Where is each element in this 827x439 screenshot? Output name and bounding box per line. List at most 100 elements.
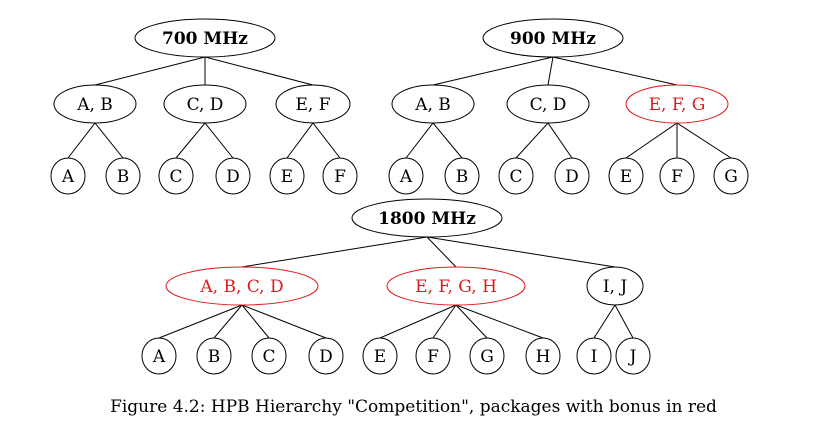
group-node-1800-mhz-a-b-c-d-shape — [165, 266, 319, 306]
group-node-700-mhz-a-b-shape — [53, 84, 137, 124]
edge-700-mhz-e-f-to-e — [286, 122, 314, 159]
group-node-900-mhz-e-f-g: E, F, G — [625, 84, 729, 124]
leaf-node-900-mhz-c-d-c-label: C — [509, 167, 522, 187]
leaf-node-900-mhz-e-f-g-f-shape — [659, 157, 695, 195]
edge-1800-mhz-e-f-g-h-to-e — [379, 304, 457, 339]
root-node-700-mhz-shape — [134, 18, 276, 58]
leaf-node-900-mhz-a-b-b-label: B — [456, 167, 469, 187]
group-node-900-mhz-a-b-shape — [391, 84, 475, 124]
leaf-node-1800-mhz-a-b-c-d-b-shape — [196, 337, 232, 375]
group-node-700-mhz-c-d-label: C, D — [187, 95, 224, 115]
leaf-node-1800-mhz-e-f-g-h-h-shape — [525, 337, 561, 375]
group-node-700-mhz-c-d-shape — [163, 84, 247, 124]
leaf-node-1800-mhz-e-f-g-h-g: G — [469, 337, 505, 375]
group-node-1800-mhz-e-f-g-h: E, F, G, H — [386, 266, 526, 306]
edge-900-mhz-c-d-to-c — [515, 122, 549, 159]
leaf-node-700-mhz-a-b-a-shape — [50, 157, 86, 195]
leaf-node-1800-mhz-e-f-g-h-e-label: E — [374, 347, 386, 367]
leaf-node-900-mhz-e-f-g-f: F — [659, 157, 695, 195]
leaf-node-700-mhz-e-f-e: E — [269, 157, 305, 195]
group-node-900-mhz-c-d: C, D — [506, 84, 590, 124]
edge-1800-mhz-i-j-to-j — [614, 304, 634, 339]
leaf-node-700-mhz-a-b-b-label: B — [117, 167, 130, 187]
group-node-700-mhz-a-b-label: A, B — [76, 95, 113, 115]
leaf-node-700-mhz-e-f-f-shape — [322, 157, 358, 195]
edge-900-mhz-a-b-to-a — [405, 122, 434, 159]
leaf-node-900-mhz-a-b-a-shape — [388, 157, 424, 195]
group-node-700-mhz-c-d: C, D — [163, 84, 247, 124]
edge-900-mhz-a-b-to-b — [432, 122, 463, 159]
leaf-node-900-mhz-a-b-b-shape — [444, 157, 480, 195]
edge-900-mhz-to-a-b — [432, 56, 554, 86]
leaf-node-1800-mhz-e-f-g-h-f: F — [415, 337, 451, 375]
leaf-node-1800-mhz-e-f-g-h-e: E — [362, 337, 398, 375]
leaf-node-700-mhz-c-d-c-shape — [158, 157, 194, 195]
edge-1800-mhz-e-f-g-h-to-f — [432, 304, 457, 339]
leaf-node-1800-mhz-a-b-c-d-c-label: C — [262, 347, 275, 367]
edge-700-mhz-to-e-f — [204, 56, 314, 86]
leaf-node-900-mhz-e-f-g-g-label: G — [724, 167, 738, 187]
leaf-node-1800-mhz-a-b-c-d-b-label: B — [208, 347, 221, 367]
leaf-node-900-mhz-c-d-c-shape — [498, 157, 534, 195]
group-node-1800-mhz-i-j: I, J — [586, 266, 644, 306]
leaf-node-700-mhz-c-d-d-shape — [215, 157, 251, 195]
root-node-1800-mhz-label: 1800 MHz — [378, 209, 476, 229]
leaf-node-1800-mhz-a-b-c-d-d: D — [308, 337, 344, 375]
edge-700-mhz-e-f-to-f — [312, 122, 341, 159]
leaf-node-900-mhz-a-b-b: B — [444, 157, 480, 195]
leaf-node-1800-mhz-e-f-g-h-f-shape — [415, 337, 451, 375]
edge-900-mhz-c-d-to-d — [547, 122, 573, 159]
edge-700-mhz-c-d-to-c — [175, 122, 206, 159]
group-node-1800-mhz-e-f-g-h-label: E, F, G, H — [415, 277, 497, 297]
edge-900-mhz-e-f-g-to-g — [676, 122, 732, 159]
edge-900-mhz-to-e-f-g — [552, 56, 678, 86]
leaf-node-1800-mhz-a-b-c-d-d-shape — [308, 337, 344, 375]
leaf-node-1800-mhz-a-b-c-d-a-label: A — [152, 347, 166, 367]
leaf-node-1800-mhz-i-j-j-shape — [615, 337, 651, 375]
group-node-1800-mhz-e-f-g-h-shape — [386, 266, 526, 306]
leaf-node-900-mhz-e-f-g-e-label: E — [620, 167, 632, 187]
leaf-node-700-mhz-a-b-b: B — [105, 157, 141, 195]
leaf-node-700-mhz-c-d-d-label: D — [226, 167, 240, 187]
leaf-node-900-mhz-c-d-c: C — [498, 157, 534, 195]
leaf-node-700-mhz-c-d-d: D — [215, 157, 251, 195]
group-node-900-mhz-a-b-label: A, B — [414, 95, 451, 115]
root-node-900-mhz: 900 MHz — [482, 18, 624, 58]
leaf-node-700-mhz-e-f-f-label: F — [334, 167, 346, 187]
leaf-node-900-mhz-c-d-d-label: D — [565, 167, 579, 187]
group-node-900-mhz-e-f-g-shape — [625, 84, 729, 124]
group-node-900-mhz-e-f-g-label: E, F, G — [649, 95, 706, 115]
root-node-1800-mhz-shape — [351, 198, 503, 238]
edge-1800-mhz-to-i-j — [426, 236, 616, 268]
edge-900-mhz-to-c-d — [547, 56, 554, 86]
leaf-node-1800-mhz-i-j-i: I — [576, 337, 612, 375]
edge-1800-mhz-to-e-f-g-h — [426, 236, 457, 268]
leaf-node-1800-mhz-a-b-c-d-b: B — [196, 337, 232, 375]
group-node-1800-mhz-i-j-label: I, J — [603, 277, 628, 297]
figure-caption: Figure 4.2: HPB Hierarchy "Competition",… — [110, 397, 717, 417]
edge-700-mhz-c-d-to-d — [204, 122, 234, 159]
leaf-node-700-mhz-a-b-a: A — [50, 157, 86, 195]
leaf-node-700-mhz-e-f-e-shape — [269, 157, 305, 195]
edge-1800-mhz-i-j-to-i — [593, 304, 616, 339]
leaf-node-700-mhz-c-d-c-label: C — [169, 167, 182, 187]
leaf-node-700-mhz-c-d-c: C — [158, 157, 194, 195]
edge-1800-mhz-a-b-c-d-to-a — [158, 304, 243, 339]
group-node-700-mhz-a-b: A, B — [53, 84, 137, 124]
leaf-node-1800-mhz-i-j-j-label: J — [628, 347, 637, 367]
root-node-1800-mhz: 1800 MHz — [351, 198, 503, 238]
leaf-node-1800-mhz-a-b-c-d-a: A — [141, 337, 177, 375]
leaf-node-1800-mhz-i-j-i-label: I — [591, 347, 598, 367]
leaf-node-900-mhz-e-f-g-e: E — [608, 157, 644, 195]
leaf-node-1800-mhz-e-f-g-h-e-shape — [362, 337, 398, 375]
group-node-900-mhz-c-d-label: C, D — [530, 95, 567, 115]
edge-700-mhz-a-b-to-b — [94, 122, 124, 159]
root-node-900-mhz-shape — [482, 18, 624, 58]
leaf-node-1800-mhz-a-b-c-d-c: C — [251, 337, 287, 375]
leaf-node-1800-mhz-i-j-i-shape — [576, 337, 612, 375]
leaf-node-900-mhz-a-b-a: A — [388, 157, 424, 195]
leaf-node-900-mhz-e-f-g-f-label: F — [671, 167, 683, 187]
leaf-node-900-mhz-e-f-g-e-shape — [608, 157, 644, 195]
leaf-node-1800-mhz-e-f-g-h-g-shape — [469, 337, 505, 375]
